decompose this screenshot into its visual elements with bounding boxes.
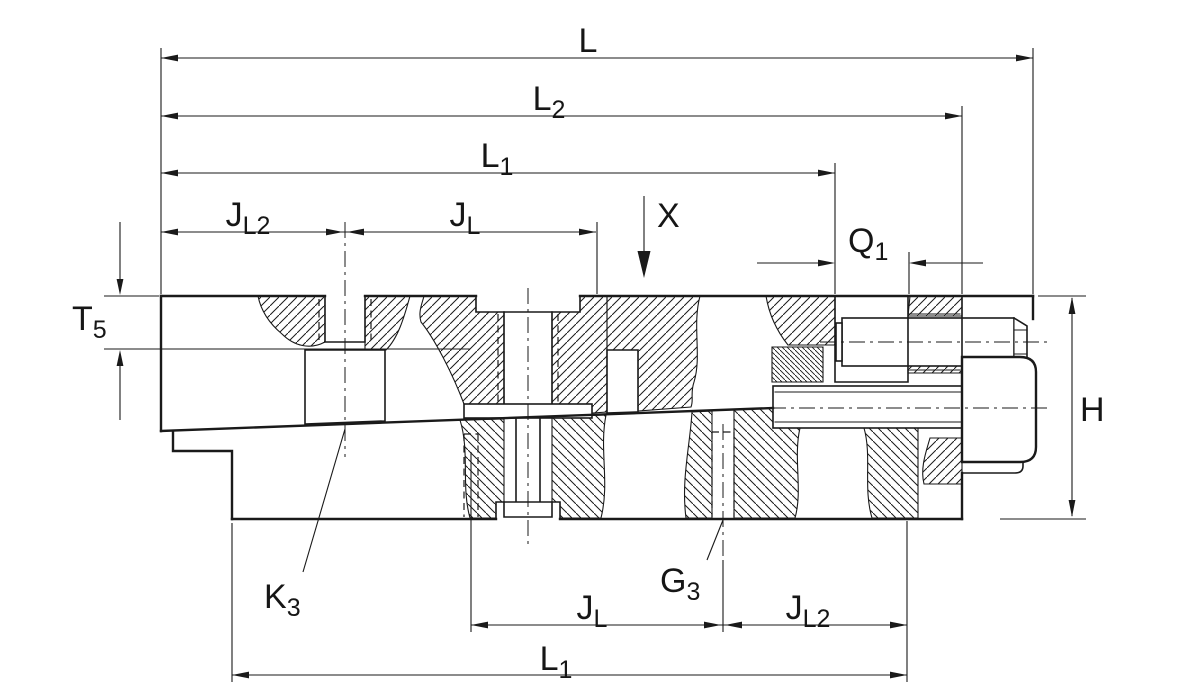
center-bore-walls	[503, 311, 553, 405]
spindle-shaft	[772, 385, 964, 429]
lower-wedge-hatching	[459, 346, 919, 519]
x-arrowhead	[637, 251, 651, 278]
t5-reference-lines	[104, 295, 470, 350]
spindle-thread-lines	[774, 391, 962, 423]
left-hole-thread-dashed	[318, 299, 372, 340]
bottom-screw-head	[503, 501, 553, 518]
g3-leader	[706, 519, 724, 561]
g3-thread-hole-dashed	[711, 431, 735, 517]
set-screw-thread-lines	[907, 313, 961, 371]
label-H: H	[1080, 391, 1105, 429]
spindle-head	[960, 355, 1038, 464]
wedge-interface-slope	[159, 406, 775, 433]
label-X: X	[657, 197, 680, 235]
nut-block-hatch	[771, 346, 824, 383]
head-collar	[961, 461, 1024, 474]
label-JL-top: JL	[450, 196, 481, 240]
left-relief-pocket	[304, 349, 386, 425]
label-L2: L2	[533, 80, 566, 124]
label-K3: K3	[264, 578, 301, 622]
label-L: L	[579, 22, 598, 60]
label-L1-bottom: L1	[540, 640, 573, 684]
bottom-screw-shank	[515, 417, 541, 503]
label-G3: G3	[660, 562, 700, 606]
hidden-hole-dashed	[463, 433, 479, 517]
arrowheads	[116, 54, 1076, 679]
label-Q1: Q1	[848, 222, 888, 266]
center-hole-thread-dashed	[497, 314, 559, 402]
centerlines	[344, 222, 1052, 560]
h-extension-lines	[1000, 295, 1086, 520]
dimension-labels: L L2 L1 JL2 JL X Q1 T5 H K3 G3 JL JL2 L1	[72, 22, 1105, 684]
lower-wedge-left-step	[171, 430, 234, 521]
label-JL-bottom: JL	[577, 589, 608, 633]
label-JL2-bottom: JL2	[786, 589, 831, 633]
hidden-lines	[318, 299, 735, 517]
label-L1-top: L1	[481, 137, 514, 181]
label-T5: T5	[72, 300, 107, 344]
k3-leader	[302, 428, 346, 573]
label-JL2-top: JL2	[226, 196, 271, 240]
top-extension-lines	[160, 48, 1034, 294]
set-screw-pocket	[834, 295, 909, 383]
bottom-extension-lines	[231, 452, 908, 682]
relief-notch	[606, 349, 639, 414]
body-outline	[159, 294, 1035, 521]
dimensions	[104, 48, 1086, 682]
